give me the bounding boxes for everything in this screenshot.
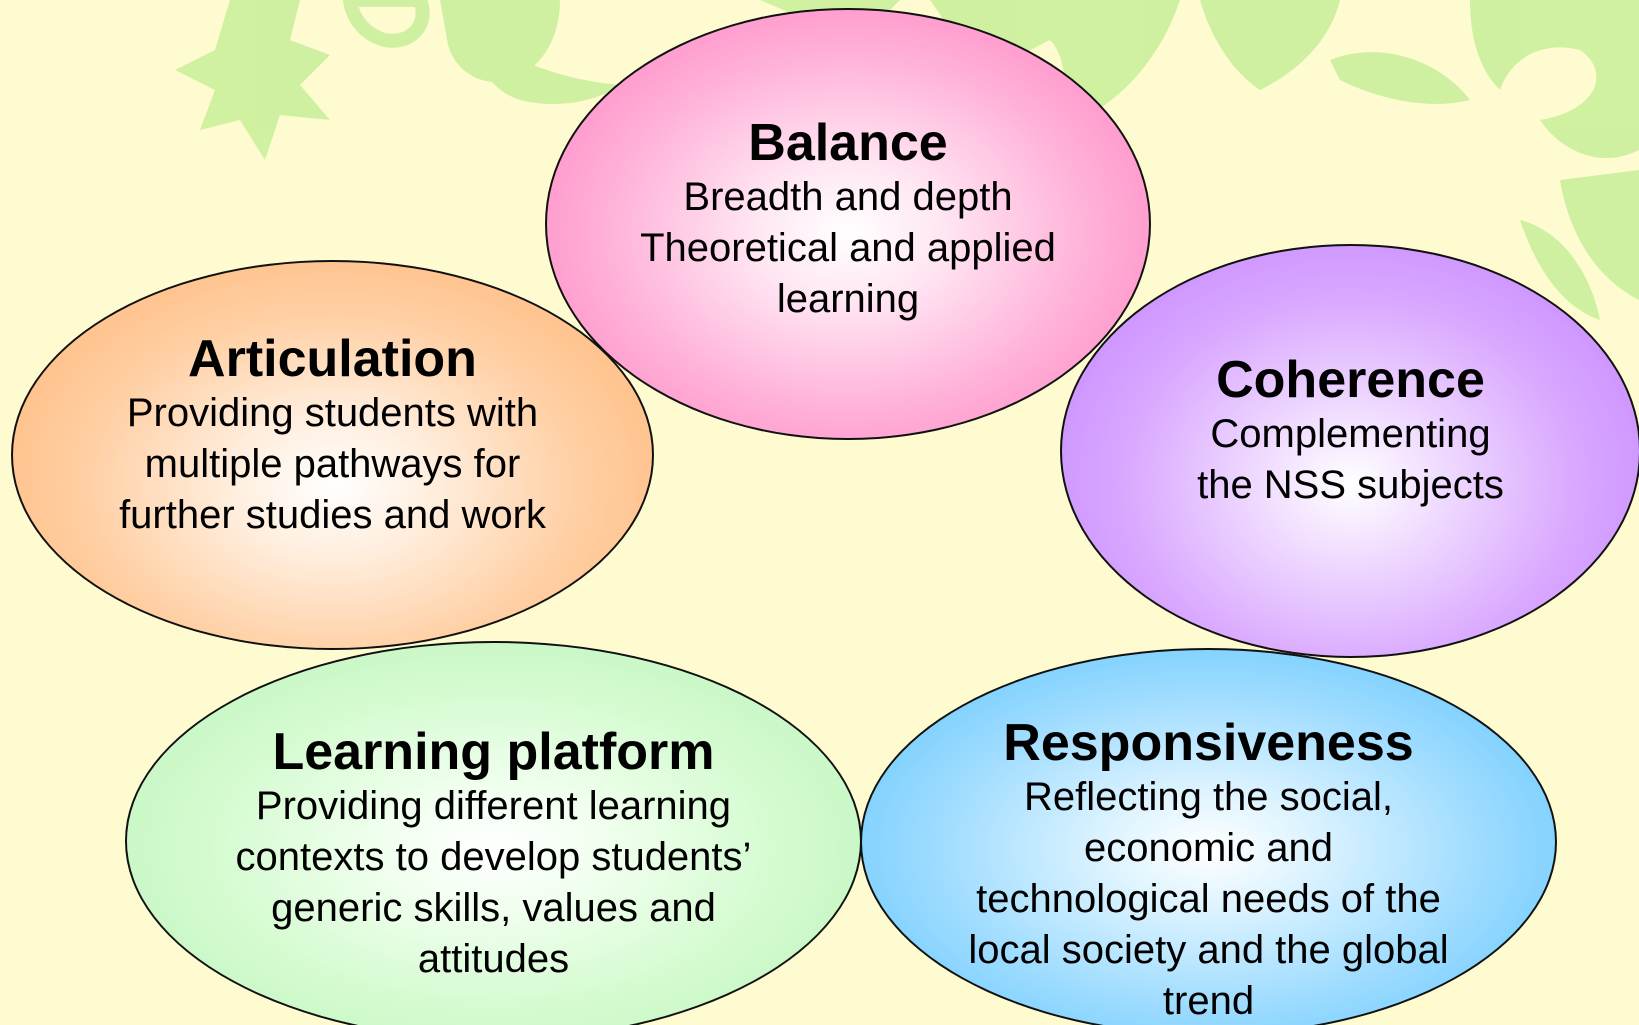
coherence-oval: Coherence Complementing the NSS subjects — [1060, 244, 1639, 658]
learning-platform-line-1: Providing different learning — [255, 784, 732, 828]
balance-oval: Balance Breadth and depth Theoretical an… — [545, 8, 1151, 440]
responsiveness-line-5: trend — [1162, 978, 1255, 1023]
learning-platform-title: Learning platform — [272, 723, 715, 781]
coherence-content: Coherence Complementing the NSS subjects — [1197, 351, 1504, 511]
balance-line-1: Breadth and depth — [683, 174, 1013, 219]
responsiveness-line-3: technological needs of the — [976, 876, 1441, 921]
coherence-line-1: Complementing — [1210, 412, 1491, 456]
responsiveness-line-2: economic and — [1083, 825, 1334, 870]
learning-platform-oval: Learning platform Providing different le… — [125, 641, 862, 1025]
learning-platform-content: Learning platform Providing different le… — [236, 723, 752, 985]
articulation-line-3: further studies and work — [119, 492, 546, 537]
articulation-line-1: Providing students with — [126, 390, 539, 435]
balance-content: Balance Breadth and depth Theoretical an… — [640, 114, 1056, 325]
responsiveness-content: Responsiveness Reflecting the social, ec… — [968, 714, 1448, 1025]
coherence-title: Coherence — [1216, 351, 1485, 409]
balance-line-2: Theoretical and applied — [640, 225, 1056, 270]
coherence-line-2: the NSS subjects — [1197, 463, 1504, 507]
learning-platform-line-2: contexts to develop students’ — [235, 835, 752, 879]
balance-line-3: learning — [776, 276, 920, 321]
learning-platform-line-3: generic skills, values and — [271, 886, 716, 930]
balance-title: Balance — [748, 113, 948, 172]
responsiveness-title: Responsiveness — [1003, 713, 1414, 772]
responsiveness-oval: Responsiveness Reflecting the social, ec… — [860, 648, 1557, 1025]
articulation-title: Articulation — [188, 329, 477, 388]
articulation-oval: Articulation Providing students with mul… — [11, 260, 654, 650]
articulation-content: Articulation Providing students with mul… — [119, 330, 546, 541]
articulation-line-2: multiple pathways for — [144, 441, 521, 486]
responsiveness-line-1: Reflecting the social, — [1023, 774, 1394, 819]
responsiveness-line-4: local society and the global — [968, 927, 1449, 972]
learning-platform-line-4: attitudes — [417, 937, 570, 981]
